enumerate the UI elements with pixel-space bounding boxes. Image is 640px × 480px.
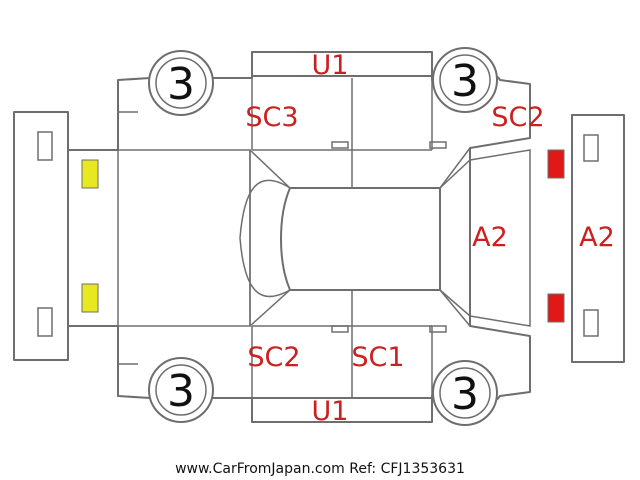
label-roof-top: U1: [312, 50, 349, 81]
rear-marker-bottom: [81, 283, 99, 313]
front-bumper: [571, 114, 625, 363]
wheel-rear-right: [148, 357, 214, 423]
wheel-front-left: [432, 47, 498, 113]
front-marker-top: [547, 149, 565, 179]
label-roof-bottom: U1: [312, 396, 349, 427]
label-front-bumper: A2: [579, 222, 615, 253]
label-rear-left-door: SC3: [245, 102, 298, 133]
wheel-rear-left-grade: 3: [167, 59, 195, 110]
rear-bumper: [13, 111, 69, 361]
label-front-left-door: SC2: [247, 342, 300, 373]
wheel-front-left-grade: 3: [451, 56, 479, 107]
wheel-rear-left: [148, 50, 214, 116]
wheel-front-right-grade: 3: [451, 369, 479, 420]
label-rear-right-quarter: SC2: [491, 102, 544, 133]
label-hood: A2: [472, 222, 508, 253]
footer-reference: www.CarFromJapan.com Ref: CFJ1353631: [175, 461, 465, 477]
doors: [251, 78, 447, 398]
rear-marker-top: [81, 159, 99, 189]
roof-rails: [251, 51, 433, 423]
front-marker-bottom: [547, 293, 565, 323]
wheel-front-right: [432, 360, 498, 426]
label-front-right-door: SC1: [351, 342, 404, 373]
wheel-rear-right-grade: 3: [167, 366, 195, 417]
cabin: [239, 147, 531, 327]
